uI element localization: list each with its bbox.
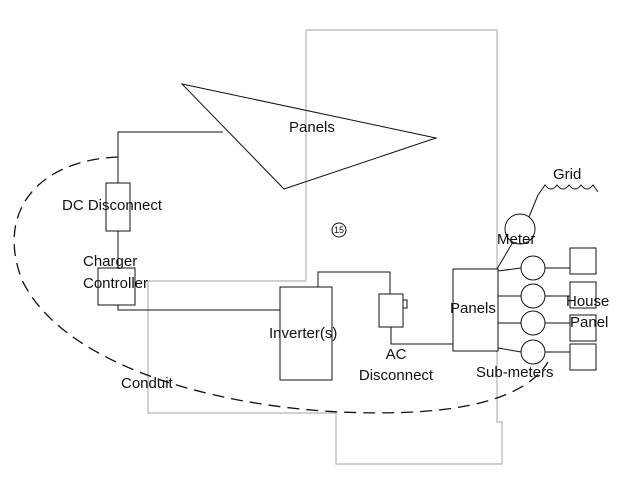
wire-meter-to-grid — [528, 194, 539, 218]
roof-panels-shape — [180, 83, 438, 190]
wire-panels-to-meter — [496, 241, 514, 270]
house-panel-breaker-1 — [569, 247, 597, 275]
ac-disconnect-label-line2: Disconnect — [359, 367, 434, 384]
ac-disconnect-label-line1: AC — [386, 346, 407, 363]
wire-panel-to-submeter-4 — [497, 347, 522, 353]
conduit-label: Conduit — [121, 375, 174, 392]
house-panel-breaker-4 — [569, 343, 597, 371]
sub-meter-2 — [520, 283, 546, 309]
wire-ac-disconnect-to-panels — [390, 327, 453, 345]
wire-inverter-to-ac-disconnect — [317, 271, 391, 294]
meter-label: Meter — [497, 231, 535, 248]
sub-meters-label: Sub-meters — [476, 364, 554, 381]
charger-controller-label-line1: Charger — [83, 253, 137, 270]
distribution-panels-label: Panels — [450, 300, 496, 317]
conduit-dashed-line — [13, 156, 549, 414]
house-outline — [147, 29, 503, 465]
ac-disconnect-box — [378, 293, 404, 328]
charger-controller-box — [97, 267, 136, 306]
meter-circle — [504, 213, 536, 245]
house-panel-breaker-3 — [569, 314, 597, 342]
ac-disconnect-handle — [402, 299, 408, 309]
house-panel-label-line2: Panel — [570, 314, 608, 331]
sub-meter-3 — [520, 310, 546, 336]
roof-panels-label: Panels — [289, 119, 335, 136]
inverter-label: Inverter(s) — [269, 325, 337, 342]
sub-meter-1 — [520, 255, 546, 281]
charger-controller-label-line2: Controller — [83, 275, 148, 292]
house-panel-label-line1: House — [566, 293, 609, 310]
sub-meter-4 — [520, 339, 546, 365]
house-panel-breaker-2 — [569, 281, 597, 309]
dc-disconnect-label: DC Disconnect — [62, 197, 163, 214]
wire-panel-to-submeter-1 — [497, 267, 522, 272]
marker-circle — [331, 222, 347, 238]
wire-panels-to-dc-disconnect — [117, 131, 223, 183]
wire-charger-to-inverter — [117, 305, 280, 311]
grid-label: Grid — [553, 166, 581, 183]
distribution-panels-box — [452, 268, 499, 352]
inverter-box — [279, 286, 333, 381]
grid-waveform — [537, 184, 599, 196]
marker-label: 15 — [334, 225, 344, 235]
